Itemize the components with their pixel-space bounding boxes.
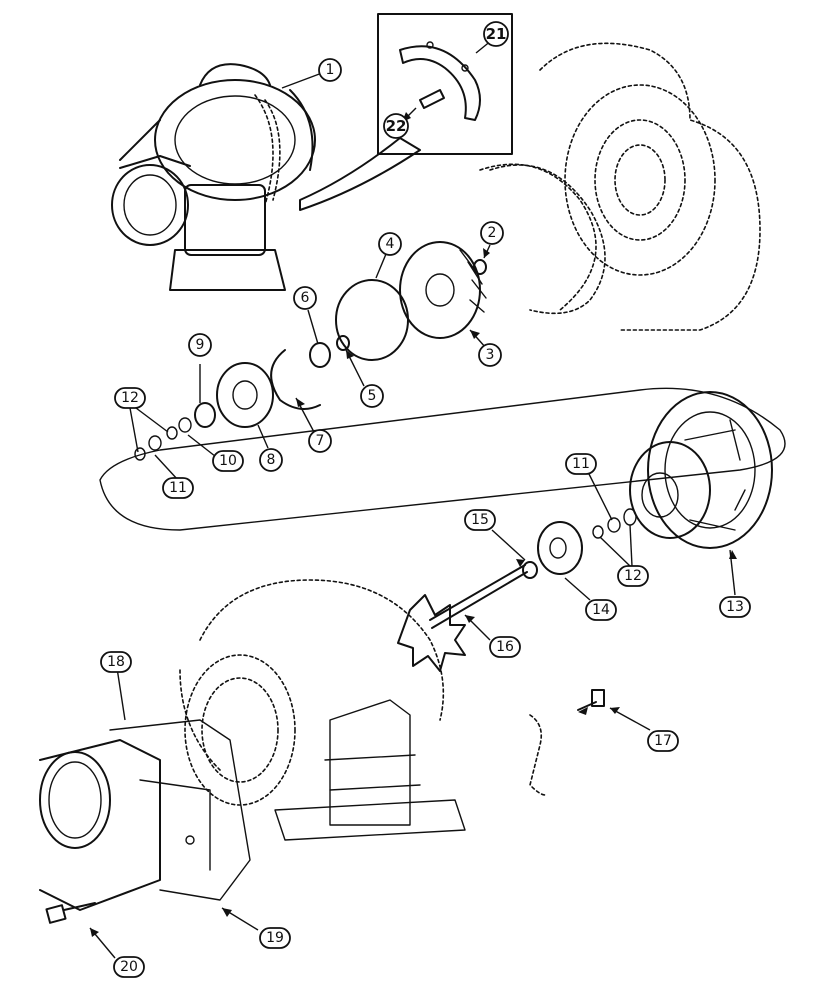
bracket-bolt bbox=[577, 689, 605, 711]
callout-2: 2 bbox=[480, 221, 504, 245]
callout-12-upper: 12 bbox=[114, 387, 146, 409]
callout-4: 4 bbox=[378, 232, 402, 256]
compressor-nut bbox=[473, 259, 487, 275]
bearing-11b bbox=[607, 517, 621, 533]
svg-text:1: 1 bbox=[326, 62, 335, 78]
bracket-outline bbox=[529, 714, 546, 796]
callout-13: 13 bbox=[719, 596, 751, 618]
svg-text:4: 4 bbox=[386, 236, 395, 252]
callout-11-lower: 11 bbox=[565, 453, 597, 475]
svg-text:20: 20 bbox=[120, 959, 138, 975]
callout-22: 22 bbox=[383, 113, 409, 139]
callout-8: 8 bbox=[259, 448, 283, 472]
callout-3: 3 bbox=[478, 343, 502, 367]
svg-text:12: 12 bbox=[624, 568, 642, 584]
svg-text:11: 11 bbox=[572, 456, 590, 472]
callout-19: 19 bbox=[259, 927, 291, 949]
svg-text:17: 17 bbox=[654, 733, 672, 749]
callout-7: 7 bbox=[308, 429, 332, 453]
svg-text:21: 21 bbox=[486, 25, 507, 43]
seal-ring-5 bbox=[336, 335, 350, 351]
compressor-wheel bbox=[399, 241, 487, 339]
leader-arrowheads bbox=[90, 112, 737, 937]
callout-6: 6 bbox=[293, 286, 317, 310]
thrust-spacer-14 bbox=[537, 521, 583, 575]
svg-text:7: 7 bbox=[316, 433, 325, 449]
callout-16: 16 bbox=[489, 636, 521, 658]
inset-pointer-arrow bbox=[299, 137, 421, 211]
svg-text:5: 5 bbox=[368, 388, 377, 404]
svg-text:15: 15 bbox=[471, 512, 489, 528]
svg-text:22: 22 bbox=[386, 117, 407, 135]
piston-ring-15 bbox=[522, 561, 538, 579]
svg-text:10: 10 bbox=[219, 453, 237, 469]
washer-12a bbox=[166, 426, 178, 440]
retaining-ring-7 bbox=[270, 349, 321, 410]
inset-box-21-22 bbox=[377, 13, 513, 155]
callout-10: 10 bbox=[212, 450, 244, 472]
o-ring bbox=[335, 279, 409, 361]
callout-18: 18 bbox=[100, 651, 132, 673]
callout-20: 20 bbox=[113, 956, 145, 978]
callout-5: 5 bbox=[360, 384, 384, 408]
turbine-wheel-shaft bbox=[397, 564, 528, 672]
compressor-housing-outline bbox=[489, 42, 761, 331]
svg-text:9: 9 bbox=[196, 337, 205, 353]
callout-12-lower: 12 bbox=[617, 565, 649, 587]
snap-ring-outline bbox=[479, 163, 597, 311]
svg-text:18: 18 bbox=[107, 654, 125, 670]
washer-12b-1 bbox=[623, 508, 637, 526]
svg-text:8: 8 bbox=[267, 452, 276, 468]
leader-lines bbox=[89, 39, 736, 959]
outlet-bolt bbox=[45, 902, 96, 924]
turbine-outlet-elbow bbox=[39, 739, 211, 911]
callout-1: 1 bbox=[318, 58, 342, 82]
thrust-bearing-9 bbox=[194, 402, 216, 428]
svg-text:3: 3 bbox=[486, 347, 495, 363]
washer-12b-2 bbox=[592, 525, 604, 539]
svg-text:2: 2 bbox=[488, 225, 497, 241]
callout-17: 17 bbox=[647, 730, 679, 752]
svg-text:14: 14 bbox=[592, 602, 610, 618]
bearing-11a bbox=[148, 435, 162, 451]
svg-text:11: 11 bbox=[169, 480, 187, 496]
thrust-washer-10 bbox=[178, 417, 192, 433]
subassembly-outline bbox=[99, 387, 786, 531]
callout-15: 15 bbox=[464, 509, 496, 531]
center-housing bbox=[629, 391, 773, 549]
svg-text:6: 6 bbox=[301, 290, 310, 306]
svg-text:13: 13 bbox=[726, 599, 744, 615]
svg-text:19: 19 bbox=[266, 930, 284, 946]
thrust-collar-6 bbox=[309, 342, 331, 368]
svg-text:16: 16 bbox=[496, 639, 514, 655]
callout-14: 14 bbox=[585, 599, 617, 621]
callout-9: 9 bbox=[188, 333, 212, 357]
turbine-housing-outline bbox=[179, 579, 466, 841]
callout-11-upper: 11 bbox=[162, 477, 194, 499]
callout-21: 21 bbox=[483, 21, 509, 47]
turbocharger-assembly bbox=[111, 63, 316, 291]
svg-text:12: 12 bbox=[121, 390, 139, 406]
thrust-plate-8 bbox=[216, 362, 274, 428]
outlet-gasket bbox=[109, 719, 251, 901]
